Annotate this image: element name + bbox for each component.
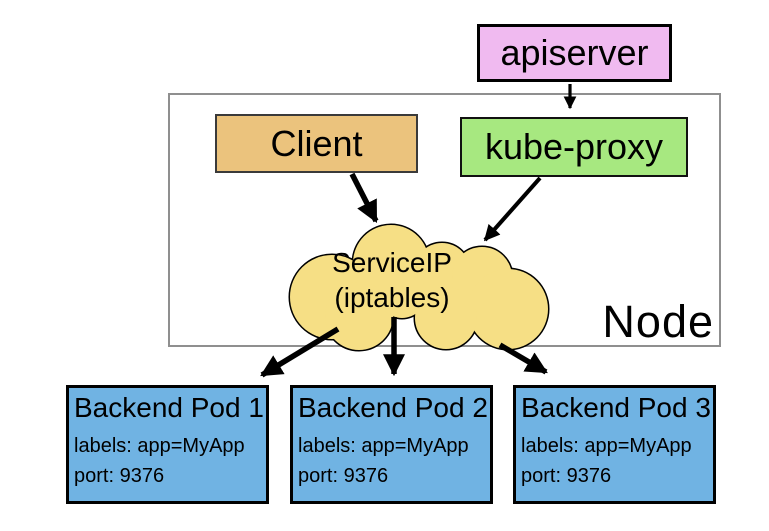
pod-labels: labels: app=MyApp [74,435,245,458]
client-label: Client [270,122,363,164]
apiserver-box: apiserver [477,24,672,82]
node-label: Node [602,296,714,347]
pod-port: port: 9376 [74,465,165,488]
apiserver-label: apiserver [500,32,649,73]
backend-pod-3: Backend Pod 3 labels: app=MyApp port: 93… [513,385,716,504]
client-box: Client [215,114,418,173]
pod-port: port: 9376 [521,465,612,488]
pod-labels: labels: app=MyApp [298,435,469,458]
pod-title: Backend Pod 2 [298,392,488,423]
kube-proxy-label: kube-proxy [484,126,664,167]
pod-title: Backend Pod 1 [74,392,264,423]
pod-labels: labels: app=MyApp [521,435,692,458]
kube-proxy-box: kube-proxy [460,117,688,177]
backend-pod-2: Backend Pod 2 labels: app=MyApp port: 93… [290,385,493,504]
service-ip-label-line2: (iptables) [334,282,449,313]
pod-title: Backend Pod 3 [521,392,711,423]
backend-pod-1: Backend Pod 1 labels: app=MyApp port: 93… [66,385,269,504]
service-ip-cloud-icon: ServiceIP (iptables) [288,223,550,352]
service-ip-label-line1: ServiceIP [332,247,452,278]
pod-port: port: 9376 [298,465,389,488]
